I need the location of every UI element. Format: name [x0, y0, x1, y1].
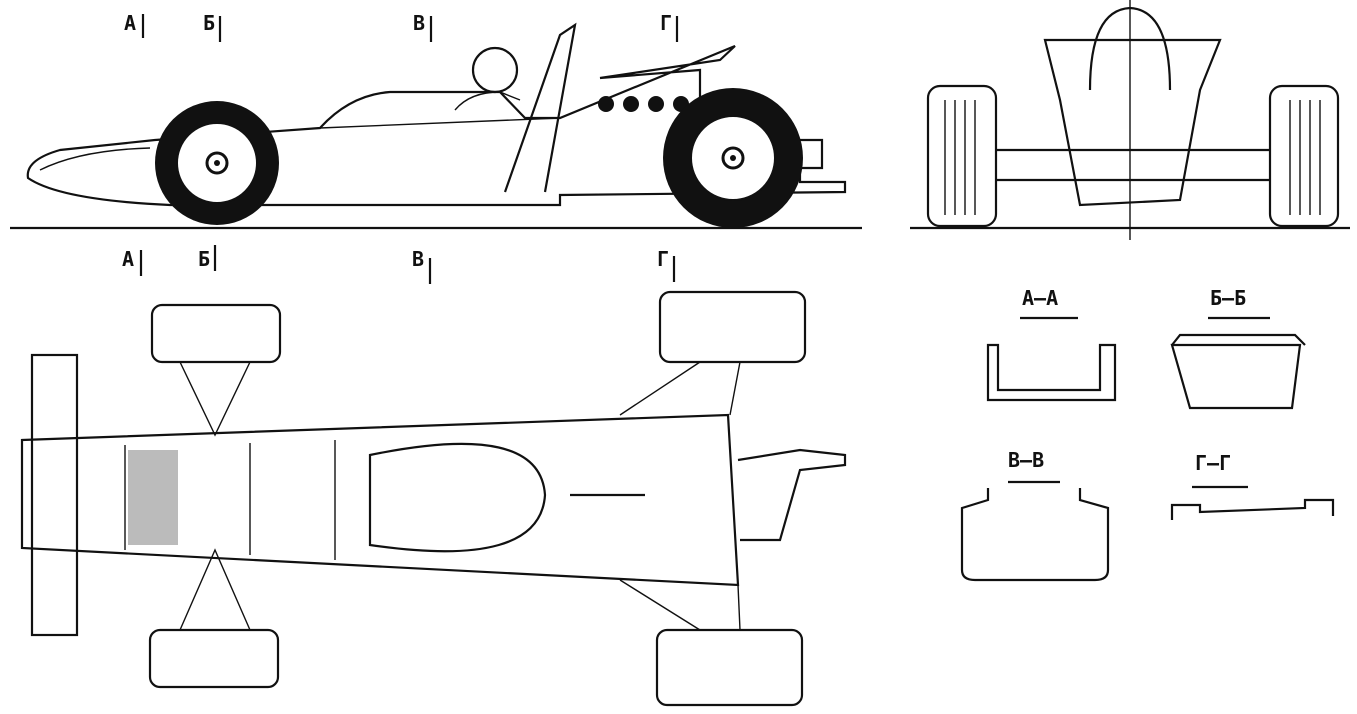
section-mark-v: В [413, 11, 425, 35]
left-wheel-front [926, 84, 998, 228]
gearbox [737, 448, 847, 542]
rear-wheel-side [663, 88, 803, 228]
front-view [910, 0, 1350, 240]
driver-helmet [471, 46, 519, 94]
side-body [26, 44, 847, 207]
section-g-shape [1170, 498, 1335, 520]
section-mark-g: Г [660, 11, 672, 35]
side-view: А Б В Г [10, 11, 862, 230]
section-title-a: А–А [1022, 286, 1058, 310]
top-section-mark-v: В [412, 247, 424, 271]
section-mark-a: А [124, 11, 136, 35]
front-left-wheel-top [150, 303, 282, 364]
driver-body [454, 91, 521, 111]
cockpit-line [319, 117, 561, 129]
section-title-v: В–В [1008, 448, 1044, 472]
front-wing [30, 353, 79, 637]
section-title-g: Г–Г [1195, 451, 1231, 475]
nose-shading [128, 450, 178, 545]
top-cockpit [368, 442, 547, 553]
nose-line [39, 147, 151, 171]
section-a-shape [986, 343, 1117, 402]
roll-bar [503, 22, 577, 193]
section-title-b: Б–Б [1210, 286, 1246, 310]
suspension-arms [179, 361, 741, 631]
section-mark-b: Б [203, 11, 215, 35]
front-roll-bar [1088, 6, 1172, 91]
front-suspension [996, 148, 1270, 182]
top-view: А Б В Г [20, 245, 847, 707]
top-section-mark-g: Г [657, 247, 669, 271]
engine-intakes [598, 96, 689, 112]
front-wheel-side [155, 101, 279, 225]
front-body [1043, 38, 1222, 207]
section-b-shape [1170, 333, 1306, 410]
rear-right-wheel-top [655, 628, 804, 707]
cross-sections: А–А Б–Б В–В Г–Г [960, 286, 1335, 582]
right-wheel-front [1268, 84, 1340, 228]
front-right-wheel-top [148, 628, 280, 689]
top-section-mark-a: А [122, 247, 134, 271]
top-section-mark-b: Б [198, 247, 210, 271]
rear-left-wheel-top [658, 290, 807, 364]
section-v-shape [960, 488, 1110, 582]
